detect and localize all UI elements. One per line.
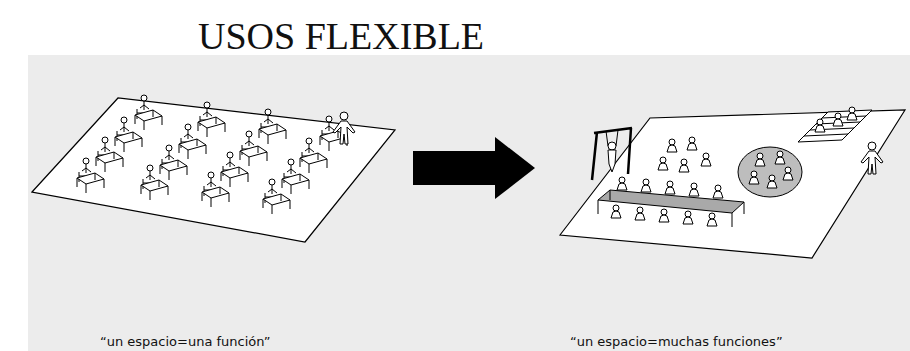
connector-group: [413, 168, 495, 169]
floor-panel: “un espacio=muchas funciones”: [535, 85, 910, 351]
gray-circle: [738, 147, 802, 197]
seated-person: [611, 205, 621, 218]
desk: [115, 117, 142, 152]
floor-panel: “un espacio=una función”: [28, 85, 413, 351]
connector-layer: [413, 168, 495, 169]
seated-person: [701, 153, 711, 166]
seated-person: [683, 211, 693, 224]
person-body: [608, 150, 616, 172]
desk: [198, 102, 225, 137]
bleacher-block: [798, 110, 872, 142]
floor-plane: [560, 110, 905, 258]
background-panel: [28, 55, 910, 351]
seated-person: [833, 113, 843, 126]
seated-person: [659, 209, 669, 222]
desk: [141, 165, 168, 200]
desk: [240, 131, 267, 166]
desk: [96, 137, 123, 172]
desk: [202, 172, 229, 207]
seated-person: [635, 207, 645, 220]
seated-person: [679, 159, 689, 172]
desk: [221, 152, 248, 187]
long-table-group: [598, 177, 744, 227]
desk: [160, 145, 187, 180]
seated-person: [815, 119, 825, 132]
seated-person: [665, 181, 675, 194]
desk-grid: [77, 95, 347, 214]
seated-person: [689, 183, 699, 196]
seated-person: [767, 175, 777, 188]
panel-caption: “un espacio=muchas funciones”: [570, 334, 830, 349]
seated-person: [749, 171, 759, 184]
seated-person: [707, 213, 717, 226]
seated-person: [775, 151, 785, 164]
circle-group: [738, 147, 802, 197]
seated-person: [687, 137, 697, 150]
table-legs: [598, 190, 744, 227]
desk: [282, 159, 309, 194]
floor-plane: [32, 98, 395, 242]
seated-person: [713, 185, 723, 198]
panel-caption: “un espacio=una función”: [100, 334, 360, 349]
desk: [263, 179, 290, 214]
frame-bars: [592, 128, 632, 180]
desk: [135, 95, 162, 130]
diagram-title: USOS FLEXIBLE: [198, 14, 558, 58]
desk: [259, 109, 286, 144]
flow-arrow: [413, 151, 495, 185]
climbing-frame: [592, 128, 632, 180]
seated-person: [847, 107, 857, 120]
seated-person: [658, 157, 668, 170]
teacher-figure: [861, 142, 883, 174]
desk: [300, 138, 327, 173]
person-head: [608, 142, 616, 150]
seated-person: [641, 179, 651, 192]
seated-person: [783, 167, 793, 180]
seated-person: [667, 139, 677, 152]
seated-person: [617, 177, 627, 190]
long-table: [598, 190, 744, 213]
seated-group: [658, 137, 711, 172]
desk: [179, 124, 206, 159]
desk: [77, 158, 104, 193]
seated-person: [755, 153, 765, 166]
bleachers: [798, 107, 872, 142]
teacher-figure: [333, 112, 355, 144]
